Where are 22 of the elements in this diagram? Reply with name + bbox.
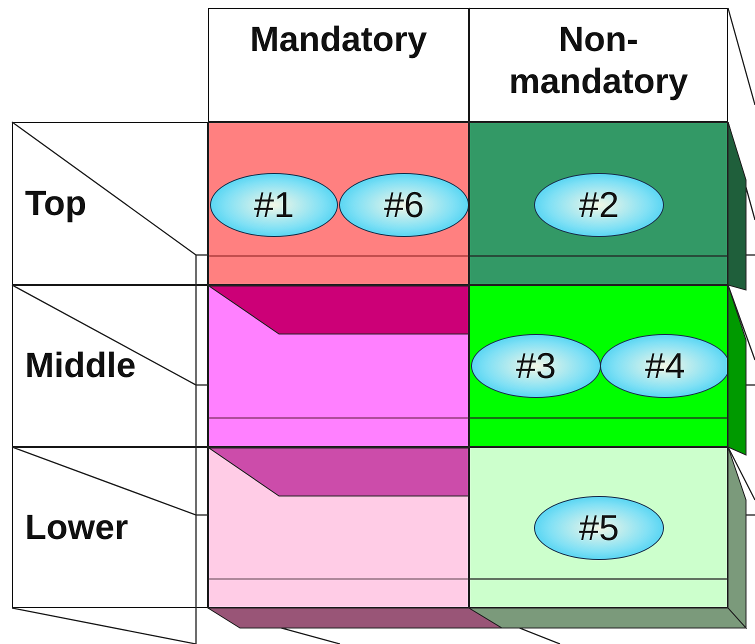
grid-cell: [469, 447, 728, 608]
grid-cell: [469, 285, 728, 447]
item-label: #4: [644, 345, 686, 387]
header-label: Top: [25, 184, 87, 224]
header-label: Non- mandatory: [508, 19, 689, 103]
column-header: [469, 8, 728, 122]
item-label: #3: [516, 345, 556, 387]
item-label: #5: [578, 507, 620, 549]
grid-cell: [208, 122, 469, 285]
grid-cell: [208, 285, 469, 447]
row-header: [12, 122, 208, 285]
header-label: Lower: [25, 508, 128, 548]
header-label: Middle: [25, 346, 136, 386]
item-label: #2: [578, 184, 620, 226]
row-header: [12, 285, 208, 447]
header-label: Mandatory: [250, 19, 427, 61]
row-header: [12, 447, 208, 608]
column-header: [208, 8, 469, 122]
item-label: #6: [384, 184, 424, 226]
item-label: #1: [254, 184, 294, 226]
grid-cell: [469, 122, 728, 285]
grid-cell: [208, 447, 469, 608]
